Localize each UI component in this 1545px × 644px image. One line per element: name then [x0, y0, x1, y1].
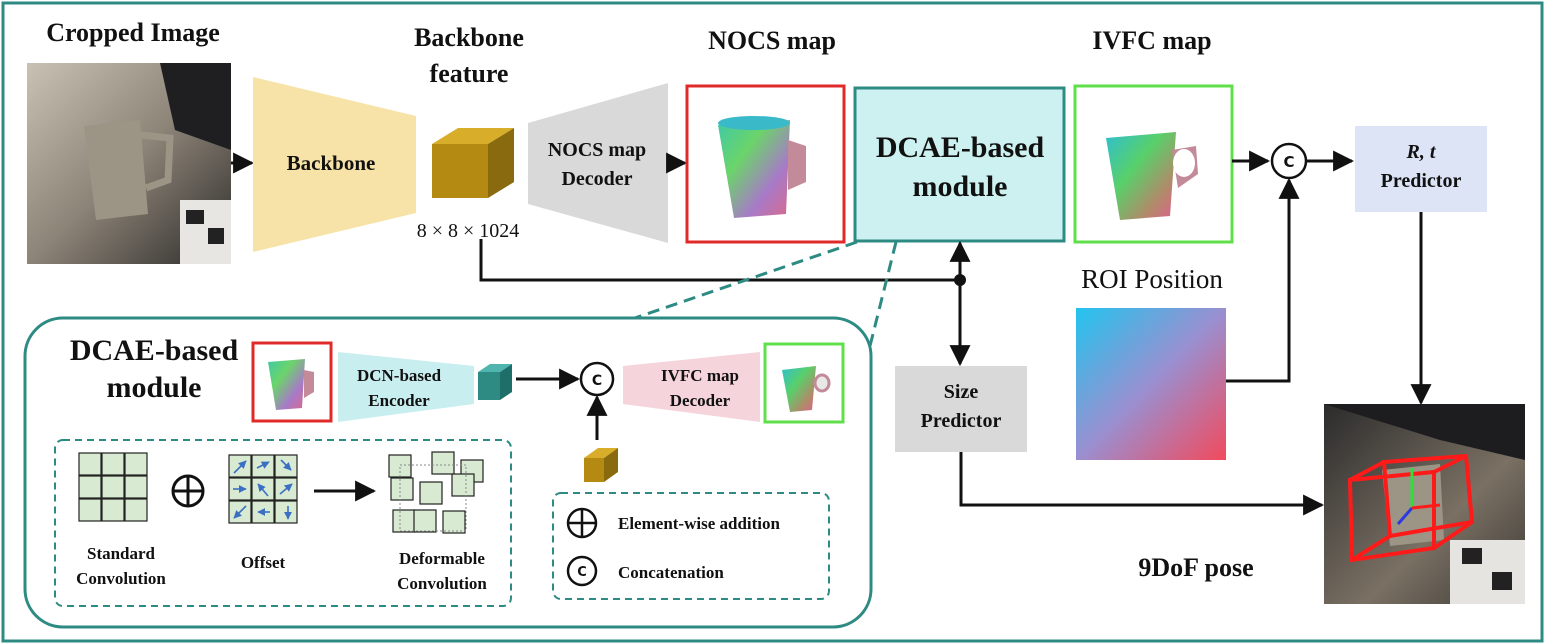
- offset-grid: [228, 454, 298, 524]
- inset-backbone-cube: [584, 448, 618, 482]
- ivfc-map-title: IVFC map: [1092, 26, 1211, 55]
- concat-node-top-symbol: C: [1283, 153, 1294, 171]
- dcae-module-label-1: DCAE-based: [876, 131, 1045, 164]
- dcn-encoder-label-1: DCN-based: [357, 366, 442, 385]
- backbone-label: Backbone: [287, 151, 376, 175]
- oplus-icon: [171, 474, 205, 508]
- line-feature-to-node: [479, 239, 960, 282]
- ivfc-decoder-label-1: IVFC map: [661, 366, 739, 385]
- ivfc-decoder-label-2: Decoder: [670, 391, 731, 410]
- pose-image: [1324, 404, 1525, 604]
- roi-position-gradient: [1076, 308, 1226, 460]
- nocs-map-title: NOCS map: [708, 26, 836, 55]
- arrow-roi-to-concat: [1226, 177, 1300, 383]
- concat-node-inset-symbol: C: [592, 373, 602, 389]
- dcn-encoder-label-2: Encoder: [368, 391, 430, 410]
- inset-nocs-handle: [304, 370, 314, 398]
- feature-dims-label: 8 × 8 × 1024: [417, 220, 520, 242]
- nocs-mug-render: [718, 116, 806, 218]
- conv-explainer-box: [54, 439, 512, 607]
- cropped-image-title: Cropped Image: [46, 18, 220, 47]
- deformable-ghost-grid: [399, 464, 467, 532]
- offset-label: Offset: [241, 553, 286, 572]
- arrow-size-to-pose: [959, 452, 1325, 516]
- size-predictor-box: [895, 366, 1027, 452]
- legend-concat-label: Concatenation: [618, 563, 724, 582]
- dcae-module-label-2: module: [912, 170, 1007, 203]
- standard-conv-label-1: Standard: [87, 544, 156, 563]
- ivfc-mug-render: [1106, 132, 1198, 220]
- deformable-conv-label-2: Convolution: [397, 574, 487, 593]
- legend-box: [552, 492, 830, 600]
- deformable-conv-label-1: Deformable: [399, 549, 485, 568]
- backbone-feature-title-1: Backbone: [414, 23, 524, 52]
- roi-position-title: ROI Position: [1081, 264, 1223, 294]
- dcae-module-box: [853, 86, 1066, 243]
- backbone-feature-title-2: feature: [430, 59, 509, 88]
- inset-nocs-mug: [268, 359, 305, 410]
- standard-conv-label-2: Convolution: [76, 569, 166, 588]
- rt-predictor-box: [1355, 126, 1487, 212]
- ivfc-decoder-block: [623, 352, 760, 422]
- size-predictor-label-1: Size: [944, 381, 979, 403]
- pose-title: 9DoF pose: [1138, 553, 1253, 582]
- dcae-zoom-line-left: [634, 240, 858, 320]
- rt-predictor-label-1: R, t: [1406, 141, 1437, 163]
- nocs-decoder-label-1: NOCS map: [548, 139, 646, 161]
- legend-add-label: Element-wise addition: [618, 514, 781, 533]
- inset-title-2: module: [106, 371, 201, 404]
- cropped-image: [27, 63, 231, 264]
- inset-ivfc-mug: [782, 366, 816, 412]
- backbone-feature-cube: [432, 128, 514, 198]
- backbone-block: [253, 77, 416, 252]
- size-predictor-label-2: Predictor: [921, 410, 1002, 432]
- nocs-decoder-label-2: Decoder: [561, 168, 632, 190]
- legend-concat-icon: [566, 555, 598, 587]
- standard-conv-grid: [78, 452, 148, 522]
- nocs-map-decoder-block: [528, 83, 668, 243]
- rt-predictor-label-2: Predictor: [1381, 170, 1462, 192]
- legend-oplus-icon: [566, 507, 598, 539]
- inset-ivfc-handle: [813, 373, 831, 393]
- dcn-encoder-block: [338, 352, 474, 422]
- legend-concat-symbol: C: [577, 565, 587, 580]
- encoded-feature-cube: [478, 364, 512, 400]
- inset-title-1: DCAE-based: [70, 334, 239, 367]
